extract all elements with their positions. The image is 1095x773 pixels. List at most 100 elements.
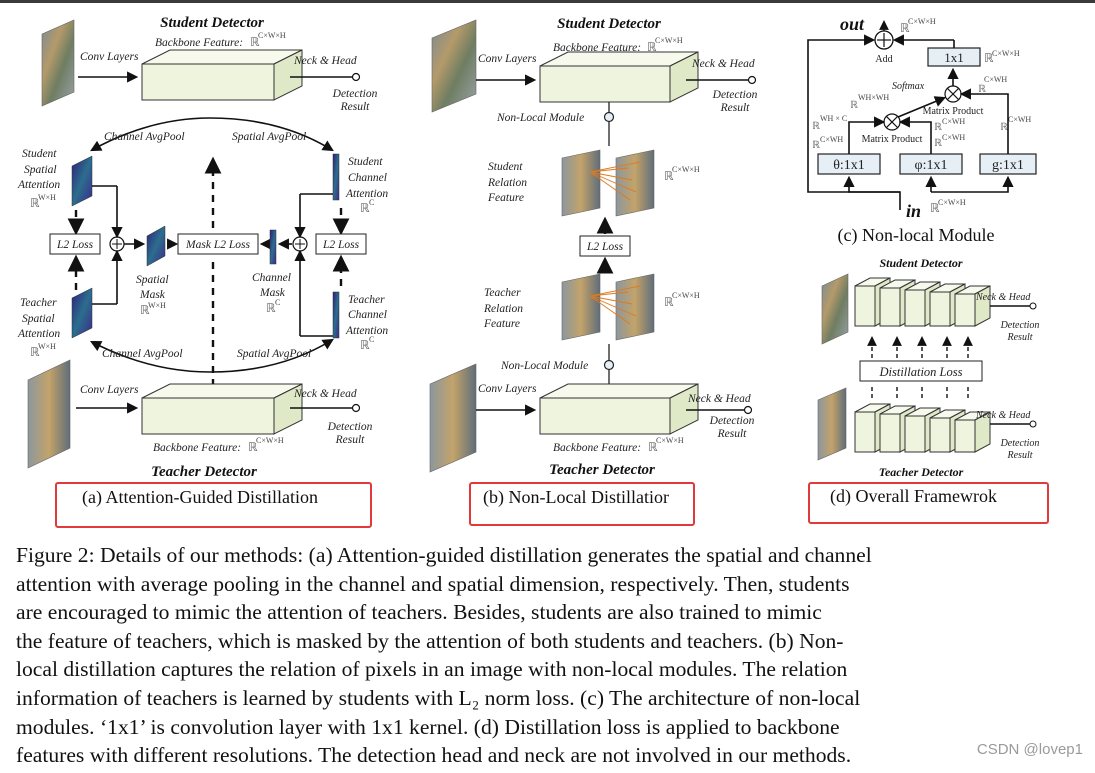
- b-tr-2: Relation: [483, 303, 523, 315]
- c-dim-cwh1: C×WH: [820, 135, 843, 144]
- b-student-image: [431, 19, 477, 113]
- a-spatial-avgpool-top: Spatial AvgPool: [232, 131, 306, 143]
- a-ssa-R: ℝ: [30, 196, 40, 210]
- a-sca-R: ℝ: [360, 201, 370, 215]
- a-tsa-2: Spatial: [22, 313, 55, 325]
- panel-a: Student Detector Backbone Feature: ℝ C×W…: [17, 15, 388, 480]
- a-tca-R: ℝ: [360, 338, 370, 352]
- paragraph-line: information of teachers is learned by st…: [16, 685, 861, 710]
- a-conv-layers-bottom: Conv Layers: [80, 384, 139, 396]
- c-matrix-product-lower-label: Matrix Product: [862, 134, 923, 145]
- d-teacher-title: Teacher Detector: [879, 465, 964, 479]
- b-dim-sr: C×W×H: [672, 165, 700, 174]
- b-dim-bottom: C×W×H: [656, 436, 684, 445]
- d-result-bottom: Result: [1007, 450, 1033, 461]
- a-tca-1: Teacher: [348, 294, 385, 306]
- c-theta-label: θ:1x1: [833, 158, 865, 173]
- c-dim-upper: C×WH: [984, 75, 1007, 84]
- panel-c: out ℝ C×W×H Add 1x1 ℝ C×W×H Matrix Produ…: [807, 14, 1037, 246]
- a-mask-l2-loss: [177, 233, 259, 255]
- a-sca-dim: C: [369, 198, 374, 207]
- a-channel-mask-1: Channel: [252, 272, 291, 284]
- a-channel-mask-2: Mask: [259, 287, 286, 299]
- a-sca-3: Attention: [345, 188, 388, 200]
- c-R-upper: ℝ: [978, 84, 986, 95]
- a-channel-mask-dim: C: [275, 298, 280, 307]
- d-distillation-loss-label: Distillation Loss: [878, 365, 962, 379]
- a-l2-loss-left-label: L2 Loss: [56, 239, 94, 251]
- b-detection-bottom: Detection: [709, 415, 755, 427]
- a-dim-bottom: C×W×H: [256, 436, 284, 445]
- b-neck-head-top: Neck & Head: [691, 58, 755, 70]
- c-dim-cwh4: C×WH: [1008, 115, 1031, 124]
- figure-caption-paragraph: Figure 2: Details of our methods: (a) At…: [16, 541, 1056, 770]
- a-spatial-avgpool-bottom: Spatial AvgPool: [237, 348, 311, 360]
- b-sr-1: Student: [488, 161, 523, 173]
- d-arrows-up: [867, 336, 973, 358]
- b-R-sr: ℝ: [664, 169, 674, 183]
- paragraph-line: are encouraged to mimic the attention of…: [16, 600, 822, 625]
- caption-d: (d) Overall Framewrok: [830, 486, 997, 506]
- b-nonlocal-bottom: [603, 359, 615, 371]
- b-result-bottom: Result: [717, 428, 748, 440]
- c-R-1x1: ℝ: [984, 51, 994, 65]
- a-tsa-R: ℝ: [30, 345, 40, 359]
- a-l2-loss-right-label: L2 Loss: [322, 239, 360, 251]
- d-neck-head-top: Neck & Head: [975, 292, 1031, 303]
- d-arrows-down: [871, 385, 969, 398]
- a-spatial-mask-dim: W×H: [148, 301, 166, 310]
- c-add-label: Add: [875, 54, 892, 65]
- paragraph-line: modules. ‘1x1’ is convolution layer with…: [16, 714, 840, 739]
- a-spatial-mask-1: Spatial: [136, 274, 169, 286]
- d-student-title: Student Detector: [880, 256, 963, 270]
- a-tsa-dim: W×H: [38, 342, 56, 351]
- paragraph-line: the feature of teachers, which is masked…: [16, 628, 844, 653]
- c-dim-cwh2: C×WH: [942, 117, 965, 126]
- a-student-image: [41, 19, 75, 107]
- a-tsa-3: Attention: [17, 328, 60, 340]
- c-out: out: [840, 14, 865, 34]
- d-student-stack: [854, 277, 991, 327]
- c-conv-1x1-label: 1x1: [944, 50, 964, 65]
- a-l2-loss-right: [315, 233, 367, 255]
- a-dim-top: C×W×H: [258, 31, 286, 40]
- a-l2-loss-left: [49, 233, 101, 255]
- b-sr-3: Feature: [487, 192, 524, 204]
- a-result-bottom: Result: [335, 434, 366, 446]
- a-tsa-1: Teacher: [20, 297, 57, 309]
- c-R-out: ℝ: [900, 21, 910, 35]
- b-l2-loss-label: L2 Loss: [586, 241, 624, 253]
- c-softmax: Softmax: [892, 81, 925, 92]
- a-backbone-feature-bottom: Backbone Feature:: [153, 442, 241, 454]
- d-detection-top: Detection: [1000, 320, 1040, 331]
- paragraph-line: attention with average pooling in the ch…: [16, 571, 850, 596]
- a-result-top: Result: [340, 101, 371, 113]
- b-nonlocal-label-top: Non-Local Module: [496, 112, 584, 124]
- b-conv-layers-top: Conv Layers: [478, 53, 537, 65]
- a-ssa-dim: W×H: [38, 193, 56, 202]
- c-R-cwh2: ℝ: [934, 122, 942, 133]
- panel-d: Student Detector Neck & Head Detection R…: [817, 256, 1040, 479]
- c-R-cwh1: ℝ: [812, 140, 820, 151]
- c-R-whc: ℝ: [812, 121, 820, 132]
- panel-b: Student Detector Backbone Feature: ℝ C×W…: [429, 16, 758, 478]
- a-detection-top: Detection: [332, 88, 378, 100]
- caption-box-d: [808, 482, 1049, 524]
- paragraph-line: features with different resolutions. The…: [16, 743, 852, 768]
- a-channel-mask-R: ℝ: [266, 301, 276, 315]
- c-R-cwh3: ℝ: [934, 138, 942, 149]
- b-student-backbone-box: [539, 51, 699, 103]
- a-neck-head-bottom: Neck & Head: [293, 388, 357, 400]
- c-R-softmax: ℝ: [850, 100, 858, 111]
- a-teacher-image: [27, 359, 71, 469]
- a-ssa-3: Attention: [17, 179, 60, 191]
- d-teacher-stack: [854, 403, 991, 453]
- a-R-bottom: ℝ: [248, 440, 258, 454]
- a-neck-head-top: Neck & Head: [293, 55, 357, 67]
- a-R-top: ℝ: [250, 35, 260, 49]
- d-result-top: Result: [1007, 332, 1033, 343]
- paragraph-line: Figure 2: Details of our methods: (a) At…: [16, 543, 872, 567]
- a-backbone-feature-top: Backbone Feature:: [155, 37, 243, 49]
- top-border: [0, 0, 1095, 3]
- a-channel-avgpool-bottom: Channel AvgPool: [102, 348, 183, 360]
